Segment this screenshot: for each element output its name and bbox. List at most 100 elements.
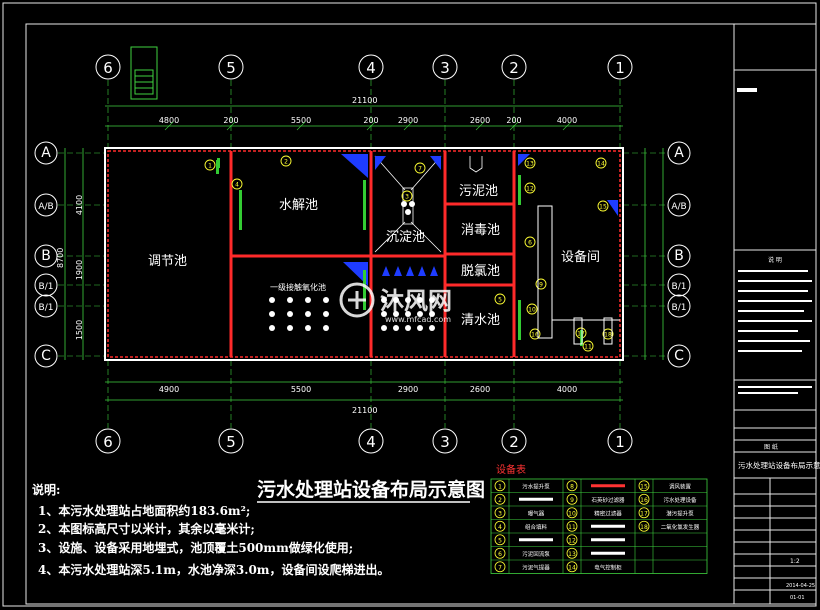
column-label-top: 4 xyxy=(366,59,376,77)
column-bubble-bottom xyxy=(218,428,244,454)
equipment-table-number: 11 xyxy=(568,524,576,531)
equipment-table-number: 3 xyxy=(498,510,502,517)
row-bubble-right xyxy=(667,344,691,368)
dim-top-segment: 2600 xyxy=(470,116,490,125)
aerator-point xyxy=(429,297,435,303)
equipment-table-name: 石英砂过滤器 xyxy=(591,496,625,504)
notes-heading: 说明: xyxy=(32,482,60,497)
equipment-marker xyxy=(597,200,609,212)
equipment-table-redacted xyxy=(591,538,625,542)
row-bubble-left xyxy=(34,193,58,217)
title-block-scale: 1:2 xyxy=(790,558,800,565)
aerator-point xyxy=(393,297,399,303)
equipment-table-name: 组合填料 xyxy=(525,523,548,531)
notes: 说明: 1、本污水处理站占地面积约183.6m²; 2、本图标高尺寸以米计，其余… xyxy=(32,482,390,577)
title-block-figure: 图 纸 xyxy=(764,443,778,451)
room-sludge-tank: 污泥池 xyxy=(459,184,498,199)
equipment-table-number: 14 xyxy=(568,564,576,571)
dim-total-top: 21100 xyxy=(352,96,377,105)
equipment-marker xyxy=(280,155,292,167)
equipment-marker-number: 16 xyxy=(531,332,539,339)
aerator-point xyxy=(305,311,311,317)
aerator-point xyxy=(287,311,293,317)
stair-symbol xyxy=(130,46,158,100)
diffuser-marker xyxy=(418,266,426,276)
dim-top-segment: 2900 xyxy=(398,116,418,125)
pipe-segment xyxy=(239,190,242,230)
room-regulation-tank: 调节池 xyxy=(148,254,187,269)
aerator-point xyxy=(269,297,275,303)
equipment-table-number-circle xyxy=(494,561,506,573)
column-bubble-bottom xyxy=(501,428,527,454)
equipment-marker-number: 7 xyxy=(418,166,422,173)
equipment-table-redacted xyxy=(519,497,553,501)
sedimentation-point xyxy=(409,201,415,207)
dim-tick-top xyxy=(509,121,519,131)
row-label-right: C xyxy=(674,348,684,364)
aerator-point xyxy=(287,297,293,303)
column-label-bottom: 4 xyxy=(366,433,376,451)
equipment-marker-number: 9 xyxy=(539,282,543,289)
equipment-marker xyxy=(529,328,541,340)
aerator-point xyxy=(269,325,275,331)
room-contact-oxidation-tank: 一级接触氧化池 xyxy=(270,282,326,292)
equipment-table-number-circle xyxy=(566,561,578,573)
dim-bottom-segment: 4000 xyxy=(557,385,577,394)
title-block-date: 2014-04-25 xyxy=(786,583,815,589)
equipment-table-name: 潜污提升泵 xyxy=(666,509,694,517)
equipment-table-name: 污泥气提器 xyxy=(522,563,550,571)
row-label-left: B/1 xyxy=(39,282,54,292)
equipment-table-frame xyxy=(490,478,708,574)
equipment-table-number-circle xyxy=(566,480,578,492)
title-block-note-lines xyxy=(738,270,812,352)
column-bubble-bottom xyxy=(95,428,121,454)
column-label-top: 6 xyxy=(103,59,113,77)
aerator-point xyxy=(417,325,423,331)
blue-accents xyxy=(341,154,618,286)
equipment-marker xyxy=(602,328,614,340)
dim-top-segment: 4000 xyxy=(557,116,577,125)
pipe-segment xyxy=(217,158,220,168)
pipe-segment xyxy=(518,300,521,340)
room-sedimentation-tank: 沉淀池 xyxy=(386,230,425,245)
equipment-table-number-circle xyxy=(494,534,506,546)
dim-top-segment: 200 xyxy=(223,116,238,125)
diffuser-marker xyxy=(430,266,438,276)
row-bubble-right xyxy=(667,294,691,318)
dim-left-segment: 1900 xyxy=(75,260,84,280)
aerator-point xyxy=(405,325,411,331)
dim-left-total: 8700 xyxy=(56,248,65,268)
dim-top-segment: 4800 xyxy=(159,116,179,125)
dim-tick-top xyxy=(296,121,306,131)
row-label-left: A xyxy=(41,145,51,161)
dim-bottom-segment: 2900 xyxy=(398,385,418,394)
equipment-table-number: 17 xyxy=(640,510,648,517)
equipment-marker xyxy=(401,190,413,202)
column-bubble-top xyxy=(95,54,121,80)
aerator-point xyxy=(405,297,411,303)
equipment-marker-number: 18 xyxy=(604,332,612,339)
column-label-bottom: 5 xyxy=(226,433,236,451)
diffuser-marker xyxy=(406,266,414,276)
dim-tick-top xyxy=(164,121,174,131)
room-clear-water-tank: 清水池 xyxy=(461,313,500,328)
equipment-marker-number: 3 xyxy=(405,194,409,201)
aerator-point xyxy=(381,325,387,331)
equipment-table-number: 10 xyxy=(568,510,576,517)
column-label-bottom: 1 xyxy=(615,433,625,451)
building-walls xyxy=(104,147,624,361)
equipment-marker xyxy=(231,178,243,190)
equipment-table-number-circle xyxy=(638,520,650,532)
aerator-point xyxy=(269,311,275,317)
sedimentation-point xyxy=(401,201,407,207)
dim-tick-top xyxy=(366,121,376,131)
equipment-table-number: 6 xyxy=(498,551,502,558)
aerator-point xyxy=(417,311,423,317)
equipment-table-number-circle xyxy=(566,547,578,559)
note-line-1: 1、本污水处理站占地面积约183.6m²; xyxy=(38,503,250,518)
row-bubble-left xyxy=(34,273,58,297)
dim-total-bottom: 21100 xyxy=(352,406,377,415)
